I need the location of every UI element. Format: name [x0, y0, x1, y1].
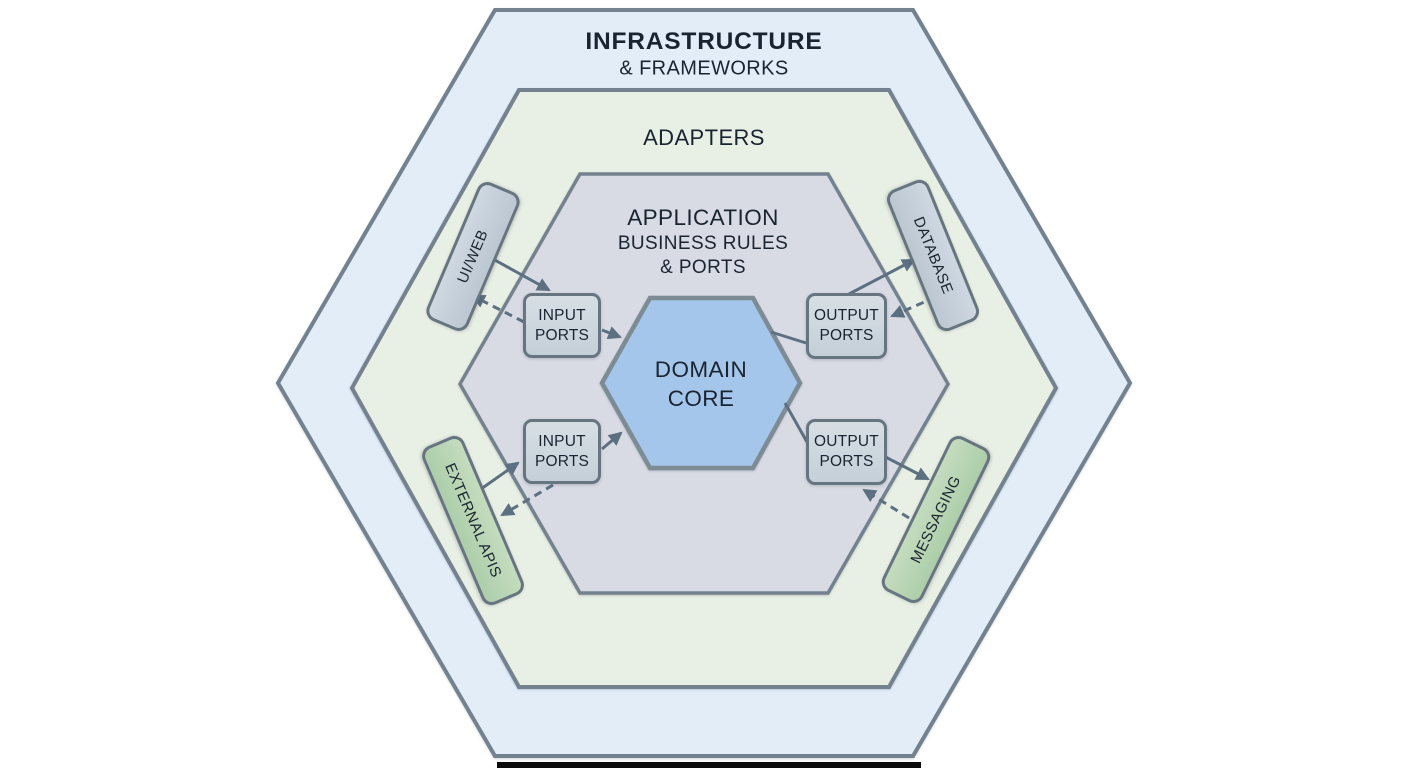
- infrastructure-label-line1: INFRASTRUCTURE: [585, 28, 823, 55]
- output-ports-upper-box: OUTPUT PORTS: [806, 293, 887, 359]
- arrow-output-ports-to-database: [848, 258, 916, 296]
- ui-web-adapter-label: UI/WEB: [454, 227, 492, 286]
- domain-core-hexagon: [599, 295, 803, 471]
- input-ports-lower-box: INPUT PORTS: [523, 419, 601, 484]
- arrow-input-ports-to-external-apis: [500, 483, 554, 517]
- line-core-to-output-ports-upper: [770, 330, 807, 345]
- input-ports-lower-label-line1: INPUT: [538, 432, 586, 450]
- domain-core-label-line1: DOMAIN: [654, 357, 748, 382]
- output-ports-upper-label-line2: PORTS: [819, 327, 874, 344]
- arrow-uiweb-to-input-ports: [492, 257, 551, 292]
- line-core-to-output-ports-lower: [783, 402, 809, 443]
- domain-core-label-line2: CORE: [667, 386, 735, 411]
- infrastructure-label-line2: & FRAMEWORKS: [619, 57, 789, 80]
- output-ports-upper-label-line1: OUTPUT: [814, 307, 879, 324]
- input-ports-upper-label-line1: INPUT: [538, 306, 586, 324]
- application-label-line1: APPLICATION: [627, 205, 779, 230]
- arrow-external-apis-to-input-ports: [480, 461, 520, 491]
- output-ports-lower-label-line1: OUTPUT: [814, 433, 879, 450]
- adapters-label: ADAPTERS: [643, 125, 765, 150]
- application-label-line3: & PORTS: [660, 257, 746, 278]
- input-ports-upper-box: INPUT PORTS: [523, 293, 601, 358]
- input-ports-lower-label-line2: PORTS: [534, 452, 590, 470]
- arrow-messaging-to-output-ports: [862, 488, 910, 520]
- bottom-edge-bar: [497, 762, 921, 768]
- application-label-line2: BUSINESS RULES: [617, 233, 789, 254]
- arrow-input-ports-upper-to-core: [601, 326, 622, 340]
- input-ports-upper-label-line2: PORTS: [534, 326, 590, 344]
- output-ports-lower-box: OUTPUT PORTS: [806, 419, 887, 485]
- output-ports-lower-label-line2: PORTS: [819, 453, 874, 470]
- arrow-input-ports-to-uiweb: [471, 294, 525, 324]
- arrow-input-ports-lower-to-core: [601, 431, 623, 451]
